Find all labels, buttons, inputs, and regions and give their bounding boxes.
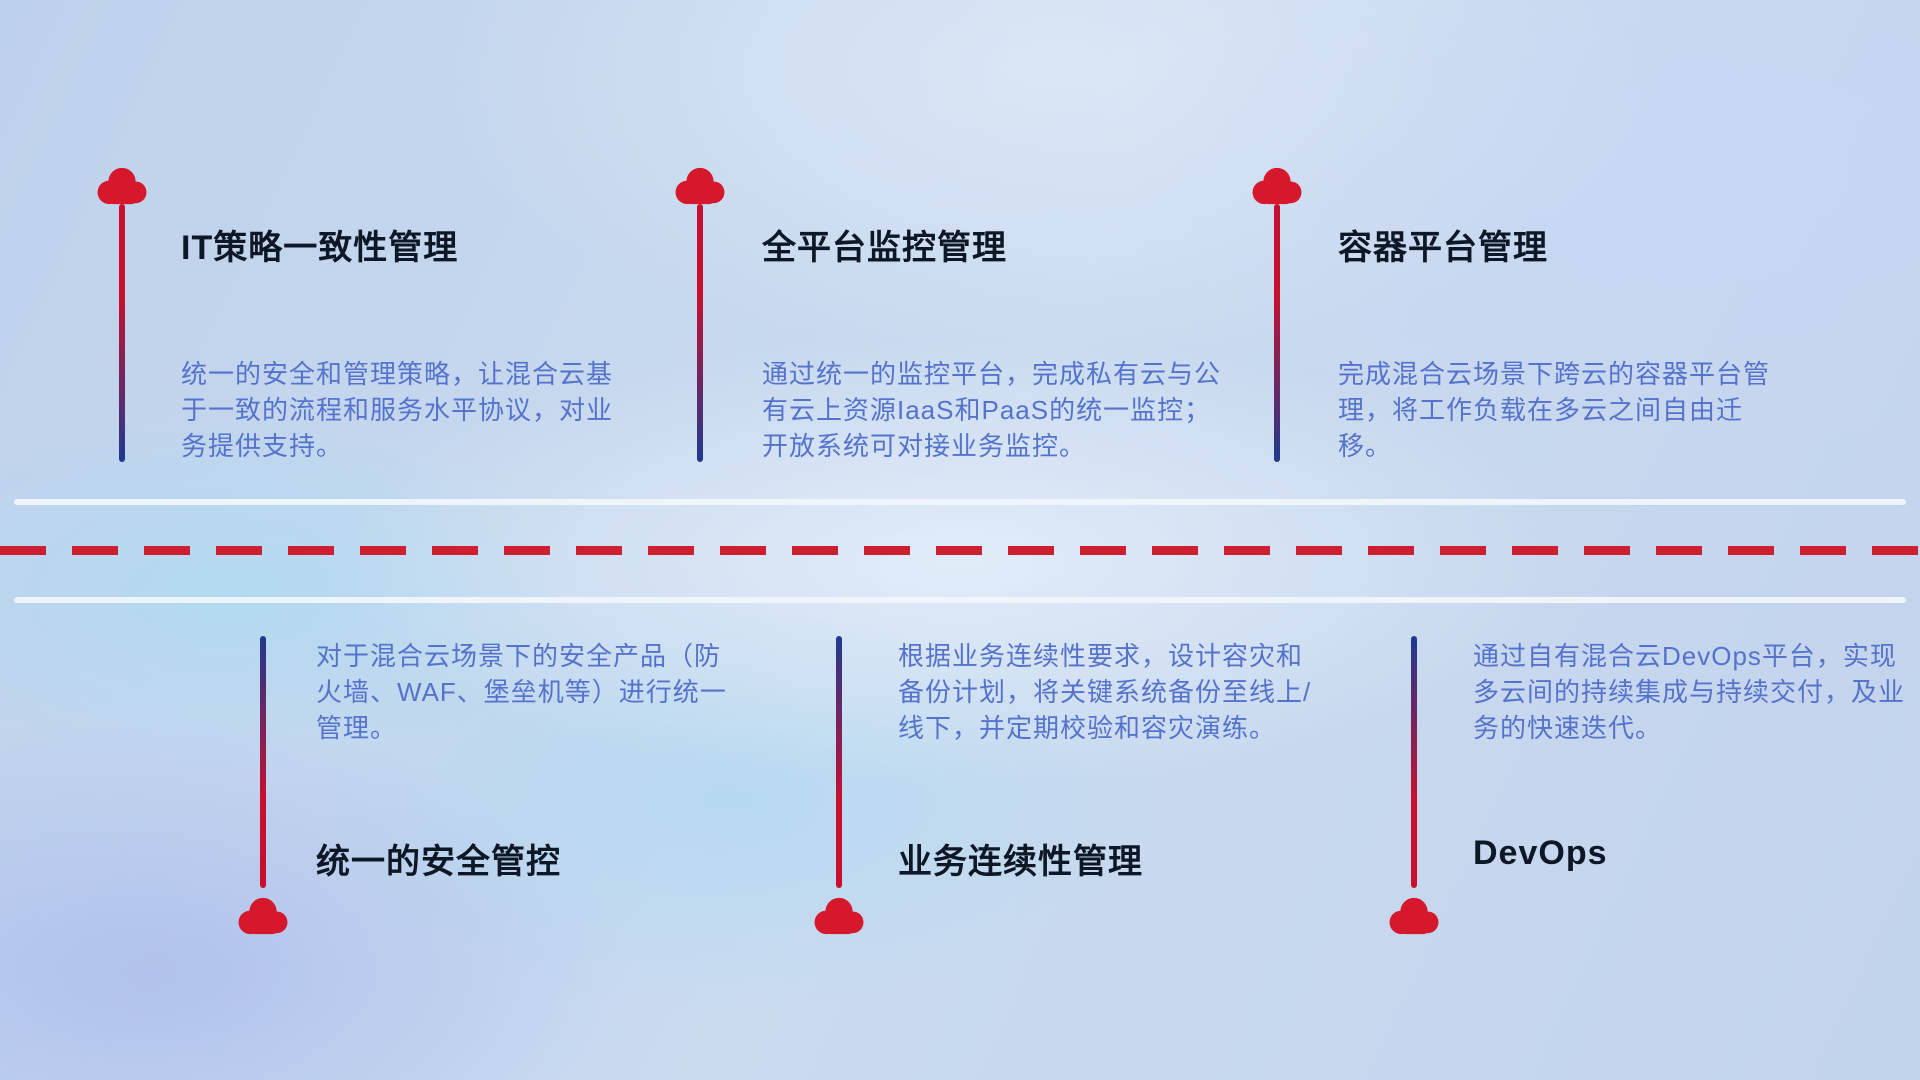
cloud-icon (1385, 896, 1443, 936)
cloud-icon (93, 166, 151, 206)
cloud-icon (1248, 166, 1306, 206)
connector-line (1411, 636, 1417, 888)
feature-title: 全平台监控管理 (762, 229, 1007, 267)
divider-line-top (14, 499, 1906, 505)
feature-description: 对于混合云场景下的安全产品（防火墙、WAF、堡垒机等）进行统一管理。 (316, 641, 727, 743)
connector-line (836, 636, 842, 888)
feature-description: 通过统一的监控平台，完成私有云与公有云上资源IaaS和PaaS的统一监控；开放系… (762, 359, 1222, 461)
feature-title: 业务连续性管理 (898, 843, 1143, 881)
connector-line (1274, 204, 1280, 462)
feature-description: 通过自有混合云DevOps平台，实现多云间的持续集成与持续交付，及业务的快速迭代… (1473, 641, 1906, 743)
connector-line (119, 204, 125, 462)
feature-title: IT策略一致性管理 (181, 229, 459, 267)
cloud-icon (234, 896, 292, 936)
cloud-icon (671, 166, 729, 206)
dashed-roadline (0, 546, 1920, 555)
connector-line (260, 636, 266, 888)
feature-description: 完成混合云场景下跨云的容器平台管理，将工作负载在多云之间自由迁移。 (1338, 359, 1771, 461)
cloud-icon (810, 896, 868, 936)
feature-title: 统一的安全管控 (316, 843, 561, 881)
feature-title: DevOps (1473, 834, 1608, 872)
connector-line (697, 204, 703, 462)
feature-description: 统一的安全和管理策略，让混合云基于一致的流程和服务水平协议，对业务提供支持。 (181, 359, 614, 461)
feature-description: 根据业务连续性要求，设计容灾和备份计划，将关键系统备份至线上/线下，并定期校验和… (898, 641, 1312, 743)
feature-title: 容器平台管理 (1338, 229, 1548, 267)
divider-line-bottom (14, 597, 1906, 603)
